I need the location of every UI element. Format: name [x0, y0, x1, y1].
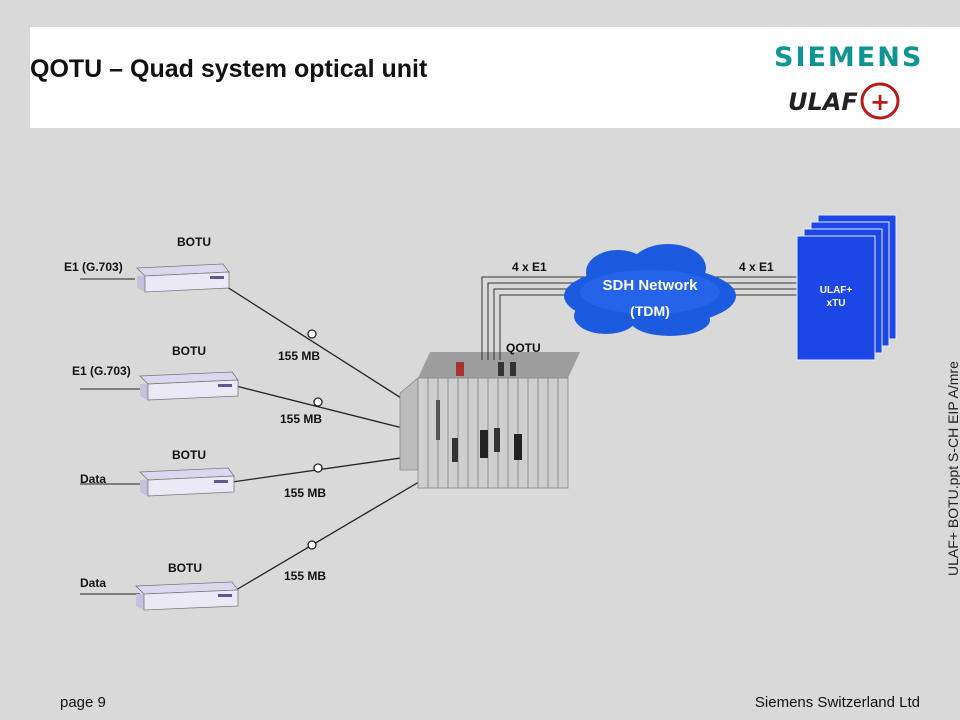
feeder-lines: [80, 278, 140, 595]
xtu-label-line1: ULAF+: [819, 285, 853, 296]
fiber-connector-icon: [313, 463, 323, 473]
botu-device-icon: [136, 263, 230, 293]
fiber-connector-icon: [307, 329, 317, 339]
fiber-connector-icon: [313, 397, 323, 407]
footer-company: Siemens Switzerland Ltd: [754, 694, 920, 711]
left-link-label: 4 x E1: [512, 260, 547, 274]
botu-device-icon: [135, 581, 239, 611]
sdh-network-title: SDH Network: [602, 277, 698, 294]
ulaf-logo-icon: ULAF +: [788, 82, 900, 120]
interface-label-3: Data: [80, 472, 107, 486]
header-band: [30, 27, 960, 128]
sdh-network-subtitle: (TDM): [630, 303, 670, 319]
siemens-logo: SIEMENS: [774, 42, 924, 73]
page-number: page 9: [60, 694, 106, 711]
link-rate-label-3: 155 MB: [284, 486, 327, 500]
xtu-label-line2: xTU: [826, 298, 846, 309]
interface-label-2: E1 (G.703): [72, 364, 131, 378]
link-rate-label-1: 155 MB: [278, 349, 321, 363]
svg-text:ULAF: ULAF: [788, 88, 858, 116]
botu-device-icon: [139, 371, 239, 401]
xtu-label: ULAF+ xTU: [797, 284, 875, 310]
qotu-label: QOTU: [506, 341, 541, 355]
botu-label-3: BOTU: [172, 448, 206, 462]
botu-device-icon: [139, 467, 235, 497]
sdh-network-cloud: [564, 244, 736, 336]
page-title: QOTU – Quad system optical unit: [30, 55, 428, 83]
fiber-connector-icon: [307, 540, 317, 550]
side-note: ULAF+ BOTU.ppt S-CH EIP A/mre: [945, 361, 960, 576]
interface-label-1: E1 (G.703): [64, 260, 123, 274]
botu-label-1: BOTU: [177, 235, 211, 249]
qotu-rack-icon: [399, 352, 580, 489]
link-rate-label-2: 155 MB: [280, 412, 323, 426]
botu-label-4: BOTU: [168, 561, 202, 575]
botu-label-2: BOTU: [172, 344, 206, 358]
svg-text:+: +: [870, 88, 890, 116]
link-rate-label-4: 155 MB: [284, 569, 327, 583]
interface-label-4: Data: [80, 576, 107, 590]
ulaf-xtu-stack-icon: [796, 214, 897, 361]
right-link-label: 4 x E1: [739, 260, 774, 274]
